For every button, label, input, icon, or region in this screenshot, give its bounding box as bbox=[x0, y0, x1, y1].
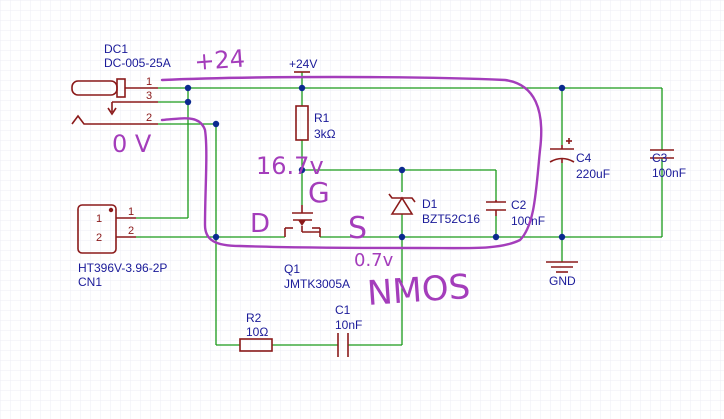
annotation-nmos: NMOS bbox=[366, 267, 472, 314]
c1-capacitor: C1 10nF bbox=[335, 303, 362, 357]
annotation-gate: G bbox=[308, 176, 330, 209]
c4-value: 220uF bbox=[576, 167, 610, 181]
dc1-pin-2: 2 bbox=[146, 112, 152, 124]
junction-node bbox=[492, 233, 500, 241]
dc1-pin-3: 3 bbox=[146, 90, 152, 102]
c1-value: 10nF bbox=[335, 318, 362, 332]
r1-resistor: R1 3kΩ bbox=[295, 105, 336, 141]
cn1-pin-1: 1 bbox=[96, 213, 102, 225]
cn1-wire-1: 1 bbox=[128, 206, 134, 218]
c2-ref: C2 bbox=[511, 198, 527, 212]
r1-body bbox=[295, 105, 309, 141]
annotation-drain: D bbox=[250, 209, 270, 239]
gnd-label: GND bbox=[549, 274, 576, 288]
vcc-label: +24V bbox=[289, 57, 317, 71]
cn1-body bbox=[77, 204, 117, 254]
c3-value: 100nF bbox=[652, 166, 686, 180]
junction-node bbox=[398, 166, 406, 174]
dc1-ref: DC1 bbox=[104, 42, 128, 56]
c3-capacitor: C3 100nF bbox=[650, 149, 686, 180]
junction-nodes bbox=[184, 84, 566, 241]
dc1-pin2-lead bbox=[71, 114, 158, 125]
c3-ref: C3 bbox=[652, 151, 668, 165]
d1-value: BZT52C16 bbox=[422, 212, 480, 226]
vcc-symbol: +24V bbox=[289, 57, 317, 73]
cn1-value: HT396V-3.96-2P bbox=[78, 261, 167, 275]
r2-value: 10Ω bbox=[246, 325, 268, 339]
junction-node bbox=[184, 84, 192, 92]
annotation-source-voltage: 0.7v bbox=[354, 250, 394, 271]
c4-capacitor: C4 220uF bbox=[549, 138, 610, 181]
annotation-plus24: +24 bbox=[193, 45, 245, 76]
q1-ref: Q1 bbox=[284, 262, 300, 276]
annotation-source: S bbox=[348, 211, 367, 246]
r2-body bbox=[239, 338, 273, 352]
r2-resistor: R2 10Ω bbox=[239, 311, 273, 352]
junction-node bbox=[298, 166, 306, 174]
gnd-symbol: GND bbox=[546, 261, 578, 288]
junction-node bbox=[298, 84, 306, 92]
dc1-value: DC-005-25A bbox=[104, 56, 171, 70]
junction-node bbox=[398, 233, 406, 241]
d1-ref: D1 bbox=[422, 197, 438, 211]
c4-ref: C4 bbox=[576, 151, 592, 165]
q1-mosfet: Q1 JMTK3005A bbox=[284, 205, 350, 291]
cn1-connector: 1 2 1 2 HT396V-3.96-2P CN1 bbox=[77, 204, 167, 289]
junction-node bbox=[212, 120, 220, 128]
annotation-zero-v: 0 V bbox=[112, 130, 152, 158]
cn1-pin-2: 2 bbox=[96, 232, 102, 244]
r2-ref: R2 bbox=[246, 311, 262, 325]
dc1-jack: 1 3 2 DC1 DC-005-25A bbox=[71, 42, 171, 125]
junction-node bbox=[184, 98, 192, 106]
dc1-pin-1: 1 bbox=[146, 76, 152, 88]
r1-ref: R1 bbox=[314, 111, 330, 125]
c2-capacitor: C2 100nF bbox=[486, 198, 545, 228]
dc1-pin3-arrow bbox=[107, 107, 117, 116]
annotation-gate-voltage: 16.7v bbox=[256, 152, 324, 180]
c2-value: 100nF bbox=[511, 214, 545, 228]
q1-value: JMTK3005A bbox=[284, 277, 350, 291]
cn1-pin1-marker bbox=[108, 207, 114, 213]
cn1-ref: CN1 bbox=[78, 275, 102, 289]
annotation-net-loop bbox=[160, 75, 543, 250]
c1-ref: C1 bbox=[335, 303, 351, 317]
junction-node bbox=[558, 233, 566, 241]
d1-cathode-bar bbox=[388, 193, 416, 203]
d1-zener: D1 BZT52C16 bbox=[388, 193, 480, 226]
handwritten-annotations: +24 0 V 16.7v G D S 0.7v NMOS bbox=[112, 45, 543, 314]
r1-value: 3kΩ bbox=[314, 127, 336, 141]
q1-body-arrow bbox=[298, 220, 306, 226]
cn1-wire-2: 2 bbox=[128, 225, 134, 237]
d1-triangle bbox=[390, 196, 414, 215]
junction-node bbox=[212, 233, 220, 241]
junction-node bbox=[558, 84, 566, 92]
